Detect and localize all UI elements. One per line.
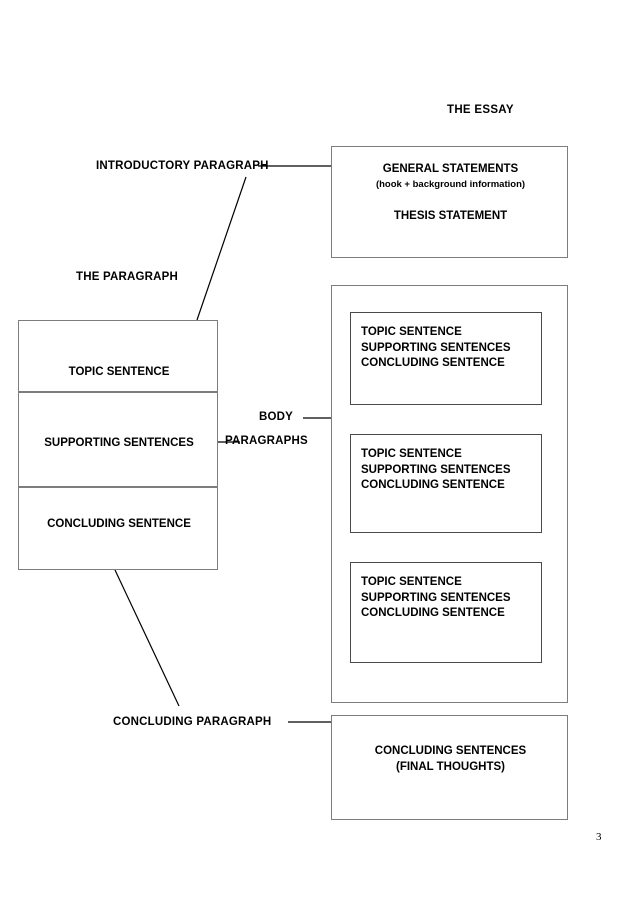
body-paragraph-box-1: TOPIC SENTENCE SUPPORTING SENTENCES CONC… [350,312,542,405]
general-statements-text: GENERAL STATEMENTS [382,163,519,175]
label-introductory-paragraph: INTRODUCTORY PARAGRAPH [96,160,269,172]
thesis-statement-text: THESIS STATEMENT [393,210,508,222]
paragraph-cell-concluding-sentence-text: CONCLUDING SENTENCE [47,518,191,530]
hook-background-text: (hook + background information) [375,179,526,190]
paragraph-cell-supporting-sentences: SUPPORTING SENTENCES [18,392,218,487]
final-thoughts-text: (FINAL THOUGHTS) [395,761,506,773]
label-body: BODY [259,411,294,423]
body-paragraph-1-line-2: SUPPORTING SENTENCES [361,341,511,354]
concluding-sentences-text: CONCLUDING SENTENCES [374,745,527,757]
conclusion-diagonal-line [114,569,180,707]
page-number: 3 [596,831,602,843]
body-paragraph-1-line-3: CONCLUDING SENTENCE [361,357,505,369]
body-paragraph-3-line-1: TOPIC SENTENCE [361,576,462,588]
paragraph-cell-supporting-sentences-text: SUPPORTING SENTENCES [44,437,194,449]
page-title: THE ESSAY [447,104,514,116]
introduction-box: GENERAL STATEMENTS (hook + background in… [331,146,568,258]
body-paragraph-box-3: TOPIC SENTENCE SUPPORTING SENTENCES CONC… [350,562,542,663]
body-paragraph-3-line-2: SUPPORTING SENTENCES [361,591,511,604]
intro-diagonal-line [196,176,247,321]
body-paragraph-box-2: TOPIC SENTENCE SUPPORTING SENTENCES CONC… [350,434,542,533]
paragraph-cell-topic-sentence: TOPIC SENTENCE [18,320,218,392]
body-paragraph-2-line-2: SUPPORTING SENTENCES [361,463,511,476]
paragraph-cell-concluding-sentence: CONCLUDING SENTENCE [18,487,218,570]
body-paragraph-box-3-text: TOPIC SENTENCE SUPPORTING SENTENCES CONC… [361,575,511,622]
paragraph-cell-topic-sentence-text: TOPIC SENTENCE [68,366,170,378]
body-paragraph-box-1-text: TOPIC SENTENCE SUPPORTING SENTENCES CONC… [361,325,511,372]
body-paragraph-2-line-3: CONCLUDING SENTENCE [361,479,505,491]
label-paragraphs: PARAGRAPHS [225,435,308,447]
label-the-paragraph: THE PARAGRAPH [76,271,179,283]
label-concluding-paragraph: CONCLUDING PARAGRAPH [113,716,272,728]
body-paragraph-3-line-3: CONCLUDING SENTENCE [361,607,505,619]
body-paragraph-2-line-1: TOPIC SENTENCE [361,448,462,460]
conclusion-box: CONCLUDING SENTENCES (FINAL THOUGHTS) [331,715,568,820]
body-paragraph-1-line-1: TOPIC SENTENCE [361,326,462,338]
body-paragraph-box-2-text: TOPIC SENTENCE SUPPORTING SENTENCES CONC… [361,447,511,494]
